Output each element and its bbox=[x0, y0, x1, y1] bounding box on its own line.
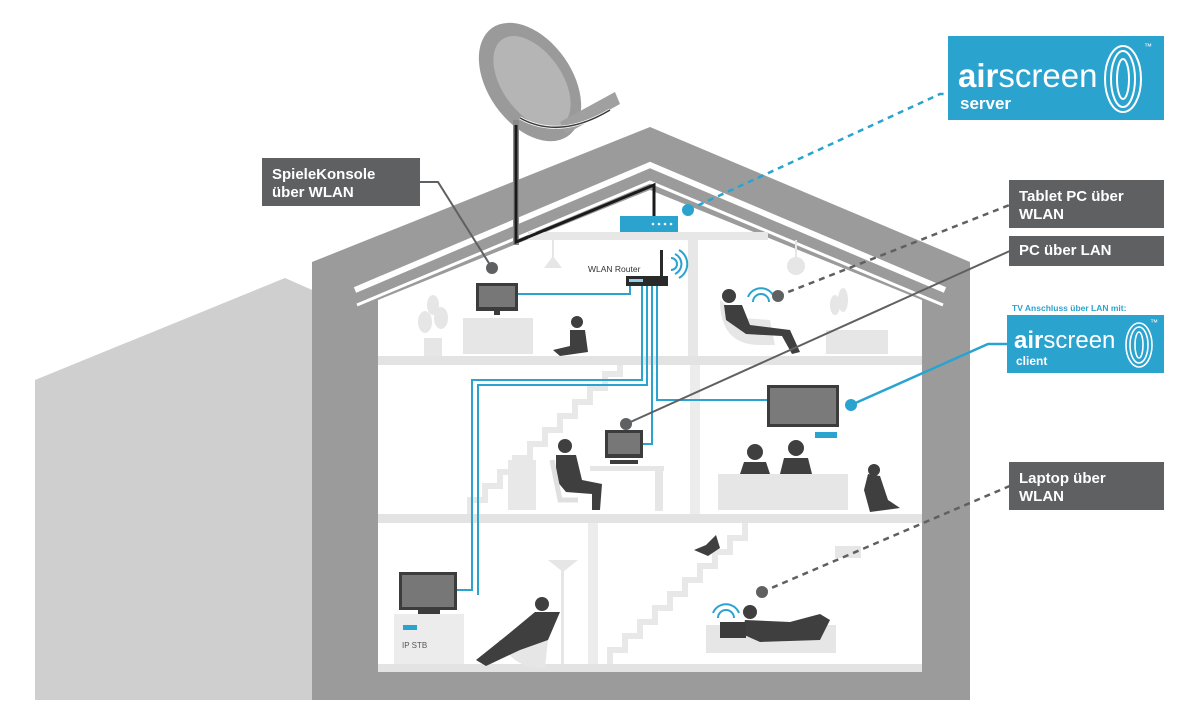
cable-tv bbox=[656, 286, 768, 401]
couple-on-sofa bbox=[718, 440, 848, 510]
plant-top-left bbox=[418, 295, 448, 356]
signal-waves-icon bbox=[1104, 45, 1142, 113]
stairs-upper bbox=[467, 365, 623, 514]
stairs-lower bbox=[607, 523, 748, 664]
cable-pc bbox=[642, 286, 653, 445]
cable-stb bbox=[457, 286, 643, 591]
callout-pc-lan: PC über LAN bbox=[1009, 236, 1164, 266]
dot-client bbox=[845, 399, 857, 411]
cable-console bbox=[518, 286, 631, 295]
airscreen-client-logo: airscreen client ™ bbox=[1007, 315, 1164, 373]
desk bbox=[590, 466, 664, 471]
plant-top-right bbox=[830, 288, 848, 315]
dog bbox=[864, 464, 900, 512]
connector-client bbox=[850, 342, 1007, 407]
console-tv bbox=[476, 283, 518, 315]
connector-laptop bbox=[761, 483, 1013, 594]
dot-server bbox=[682, 204, 694, 216]
brand-server-tm: ™ bbox=[1144, 42, 1152, 51]
neighbour-house bbox=[35, 278, 335, 700]
person-lying-laptop bbox=[706, 605, 836, 653]
connector-tablet bbox=[777, 202, 1013, 298]
person-sitting-floor bbox=[553, 316, 588, 356]
dot-console bbox=[486, 262, 498, 274]
wall-middle bbox=[690, 365, 700, 514]
connector-pc bbox=[625, 249, 1013, 425]
desk-leg bbox=[655, 471, 663, 511]
attic-beam bbox=[528, 232, 768, 240]
client-signal-waves-icon bbox=[1125, 322, 1153, 368]
floor-middle bbox=[378, 514, 922, 523]
router-wifi-icon bbox=[670, 249, 689, 279]
roof-line-inner bbox=[356, 180, 944, 307]
wall-shelf bbox=[835, 546, 861, 558]
attic-post bbox=[688, 240, 698, 358]
cable-stb-2 bbox=[477, 286, 648, 595]
server-box-leds bbox=[651, 222, 673, 226]
brand-client-tm: ™ bbox=[1150, 318, 1158, 327]
wlan-router bbox=[626, 250, 668, 286]
brand-server-air: air bbox=[958, 57, 999, 94]
connector-server bbox=[687, 92, 948, 212]
dot-laptop bbox=[756, 586, 768, 598]
brand-server-screen: screen bbox=[998, 57, 1098, 94]
cabinet-top bbox=[463, 318, 533, 354]
person-reading-chair bbox=[720, 289, 800, 354]
drawer-cabinet bbox=[508, 460, 536, 510]
connector-console bbox=[420, 181, 493, 269]
wall-bottom bbox=[588, 523, 598, 664]
brand-server-sub: server bbox=[960, 94, 1012, 113]
brand-client-air: air bbox=[1014, 327, 1044, 354]
callout-laptop: Laptop über WLAN bbox=[1009, 462, 1164, 510]
ip-stb-label: IP STB bbox=[402, 641, 427, 650]
person-relaxing-chair bbox=[476, 597, 560, 669]
laptop-wifi-icon bbox=[712, 603, 740, 619]
dot-tablet bbox=[772, 290, 784, 302]
stb-device bbox=[403, 625, 417, 630]
callout-spielekonsole: SpieleKonsole über WLAN bbox=[262, 158, 420, 206]
lamp-top bbox=[544, 240, 562, 268]
roof-line-outer bbox=[353, 161, 947, 293]
tv-cabinet bbox=[394, 614, 464, 664]
airscreen-client-tv bbox=[767, 385, 839, 438]
pc-monitor bbox=[605, 430, 643, 464]
floor-lamp bbox=[548, 560, 578, 664]
lamp-top-right bbox=[787, 240, 805, 275]
tablet-wifi-icon bbox=[747, 287, 775, 303]
side-table-top bbox=[826, 330, 888, 354]
person-at-desk bbox=[549, 439, 602, 510]
airscreen-server-logo: airscreen server ™ bbox=[948, 36, 1164, 120]
brand-client-screen: screen bbox=[1043, 327, 1116, 354]
tv-lan-label: TV Anschluss über LAN mit: bbox=[1012, 303, 1127, 313]
stb-tv bbox=[399, 572, 457, 614]
brand-client-sub: client bbox=[1016, 354, 1048, 368]
floor-top bbox=[378, 356, 922, 365]
satellite-dish bbox=[478, 22, 620, 245]
floor-bottom bbox=[378, 664, 922, 672]
dot-pc bbox=[620, 418, 632, 430]
cat bbox=[694, 535, 720, 556]
dish-cable bbox=[514, 125, 656, 245]
airscreen-server-box bbox=[620, 216, 678, 232]
callout-tablet: Tablet PC über WLAN bbox=[1009, 180, 1164, 228]
wlan-router-label: WLAN Router bbox=[588, 264, 641, 274]
